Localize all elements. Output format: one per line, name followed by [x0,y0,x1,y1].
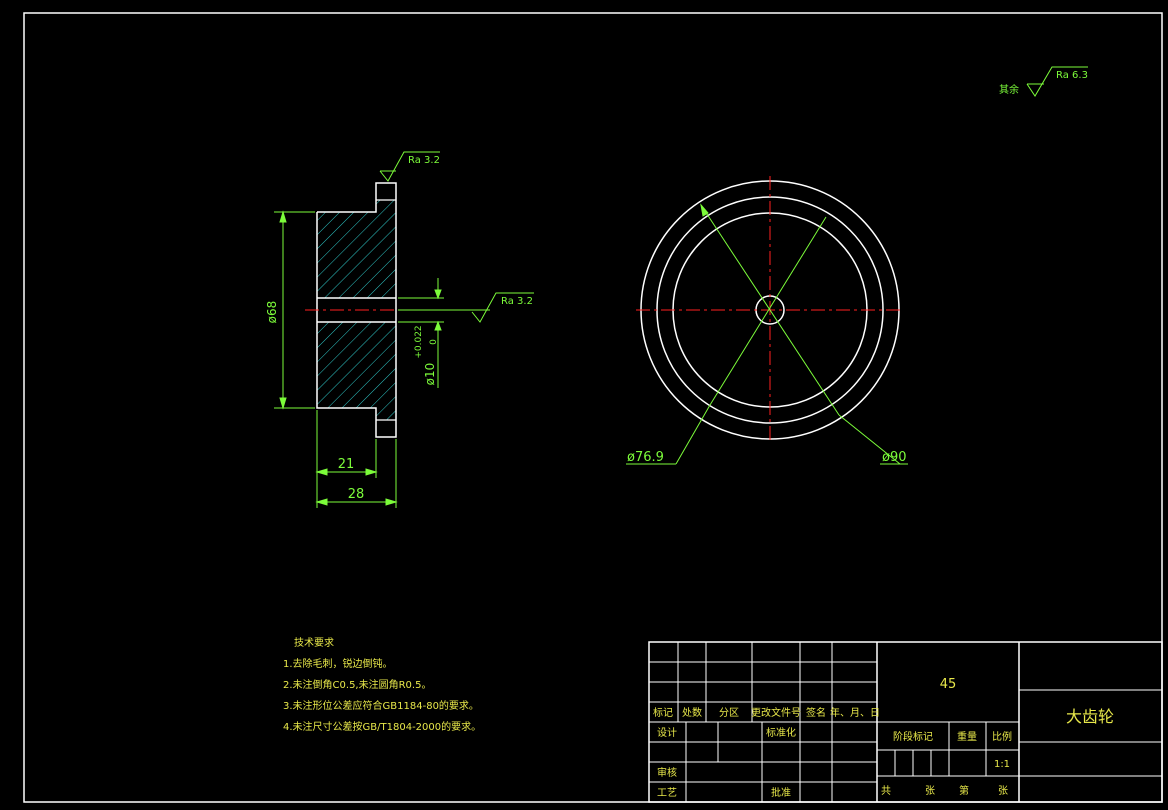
title-block [648,641,1163,803]
roughness-overall-prefix: 其余 [999,83,1019,96]
dim-bore-tolerance: +0.022 [414,325,424,358]
section-view [305,182,408,438]
dim-tip-dia [626,216,827,465]
dim-bore-tolerance-lower: 0 [429,339,439,345]
tech-req-title: 技术要求 [294,636,334,649]
tech-req-item-1: 1.去除毛刺，锐边倒钝。 [283,657,393,670]
roughness-top-label: Ra 3.2 [408,155,440,166]
drawing-border [23,12,1163,803]
dim-tip-dia-label: ø90 [882,450,907,465]
stage-mark-label: 阶段标记 [893,730,933,743]
tech-req-item-3: 3.未注形位公差应符合GB1184-80的要求。 [283,699,479,712]
dim-outer-dia-label: ø68 [265,301,279,324]
header-count: 处数 [682,706,702,719]
sheet-no-label: 第 [959,784,969,797]
dim-hub-length: 21 [338,457,355,472]
sheets-label: 张 [925,785,935,797]
header-zone: 分区 [719,707,739,719]
dim-lengths [315,410,398,508]
roughness-overall-label: Ra 6.3 [1056,70,1088,81]
dim-total-length: 28 [348,487,365,502]
dim-pitch-dia [700,203,908,465]
material-value: 45 [940,677,957,692]
roughness-bore-label: Ra 3.2 [501,296,533,307]
header-change-doc: 更改文件号 [751,706,801,719]
weight-label: 重量 [957,730,977,743]
header-signature: 签名 [806,706,826,719]
header-date: 年、月、日 [830,706,880,719]
dim-pitch-dia-label: ø76.9 [627,450,664,465]
roughness-top-symbol [379,151,440,182]
roughness-overall-symbol [1026,66,1088,97]
dim-outer-dia [274,210,315,410]
tech-req-item-2: 2.未注倒角C0.5,未注圆角R0.5。 [283,678,431,691]
roughness-bore-symbol [398,292,534,323]
header-mark: 标记 [653,707,673,719]
tech-req-item-4: 4.未注尺寸公差按GB/T1804-2000的要求。 [283,720,481,733]
design-label: 设计 [657,726,677,739]
approve-label: 批准 [771,786,791,799]
scale-value: 1:1 [994,759,1010,770]
scale-label: 比例 [992,730,1012,743]
process-label: 工艺 [657,787,677,799]
total-label: 共 [881,785,891,797]
dim-bore-label: ø10 [423,363,437,386]
standardization-label: 标准化 [766,726,796,739]
part-name: 大齿轮 [1066,707,1114,726]
dim-bore [398,278,444,388]
review-label: 审核 [657,766,677,779]
sheets2-label: 张 [998,785,1008,797]
